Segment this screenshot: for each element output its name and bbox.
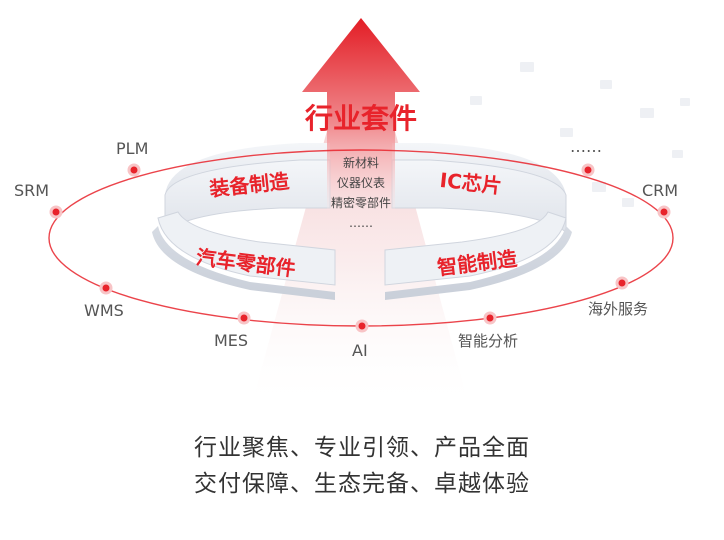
tagline-line-1: 行业聚焦、专业引领、产品全面: [194, 435, 530, 461]
node-label-overseas: 海外服务: [588, 300, 648, 318]
segment-bottom-left-face: [157, 211, 336, 286]
up-arrow: [302, 18, 420, 210]
node-dot-overseas: [615, 276, 629, 290]
node-label-srm: SRM: [14, 181, 49, 200]
center-list: 新材料 仪器仪表 精密零部件 ……: [331, 155, 391, 230]
center-item-2: 仪器仪表: [337, 176, 385, 190]
segment-bottom-left: [152, 226, 335, 300]
node-label-mes: MES: [214, 331, 248, 350]
center-item-4: ……: [349, 216, 373, 230]
segment-bottom-right: [385, 226, 572, 300]
node-dot-ai: [355, 319, 369, 333]
node-dot-plm: [127, 163, 141, 177]
segment-bottom-right-face: [384, 211, 567, 286]
orbit-labels: PLM SRM WMS MES AI 智能分析 海外服务 CRM ……: [14, 137, 678, 360]
node-label-ai: AI: [352, 341, 368, 360]
orbit-dots: [49, 163, 671, 333]
node-dot-crm: [657, 205, 671, 219]
arrow-label: 行业套件: [304, 102, 417, 135]
tagline-line-2: 交付保障、生态完备、卓越体验: [194, 471, 530, 497]
center-item-1: 新材料: [343, 155, 379, 170]
node-label-analytics: 智能分析: [458, 332, 518, 350]
node-dot-analytics: [483, 311, 497, 325]
node-label-plm: PLM: [116, 139, 148, 158]
decorative-tiles: [470, 62, 690, 207]
node-label-wms: WMS: [84, 301, 124, 320]
node-dot-mes: [237, 311, 251, 325]
node-dot-srm: [49, 205, 63, 219]
node-label-more: ……: [570, 137, 602, 156]
light-beam: [250, 120, 470, 410]
ring-back: [165, 143, 566, 200]
node-dot-wms: [99, 281, 113, 295]
segment-top-right: [391, 159, 567, 234]
node-dot-more: [581, 163, 595, 177]
node-label-crm: CRM: [642, 181, 678, 200]
center-item-3: 精密零部件: [331, 195, 391, 210]
